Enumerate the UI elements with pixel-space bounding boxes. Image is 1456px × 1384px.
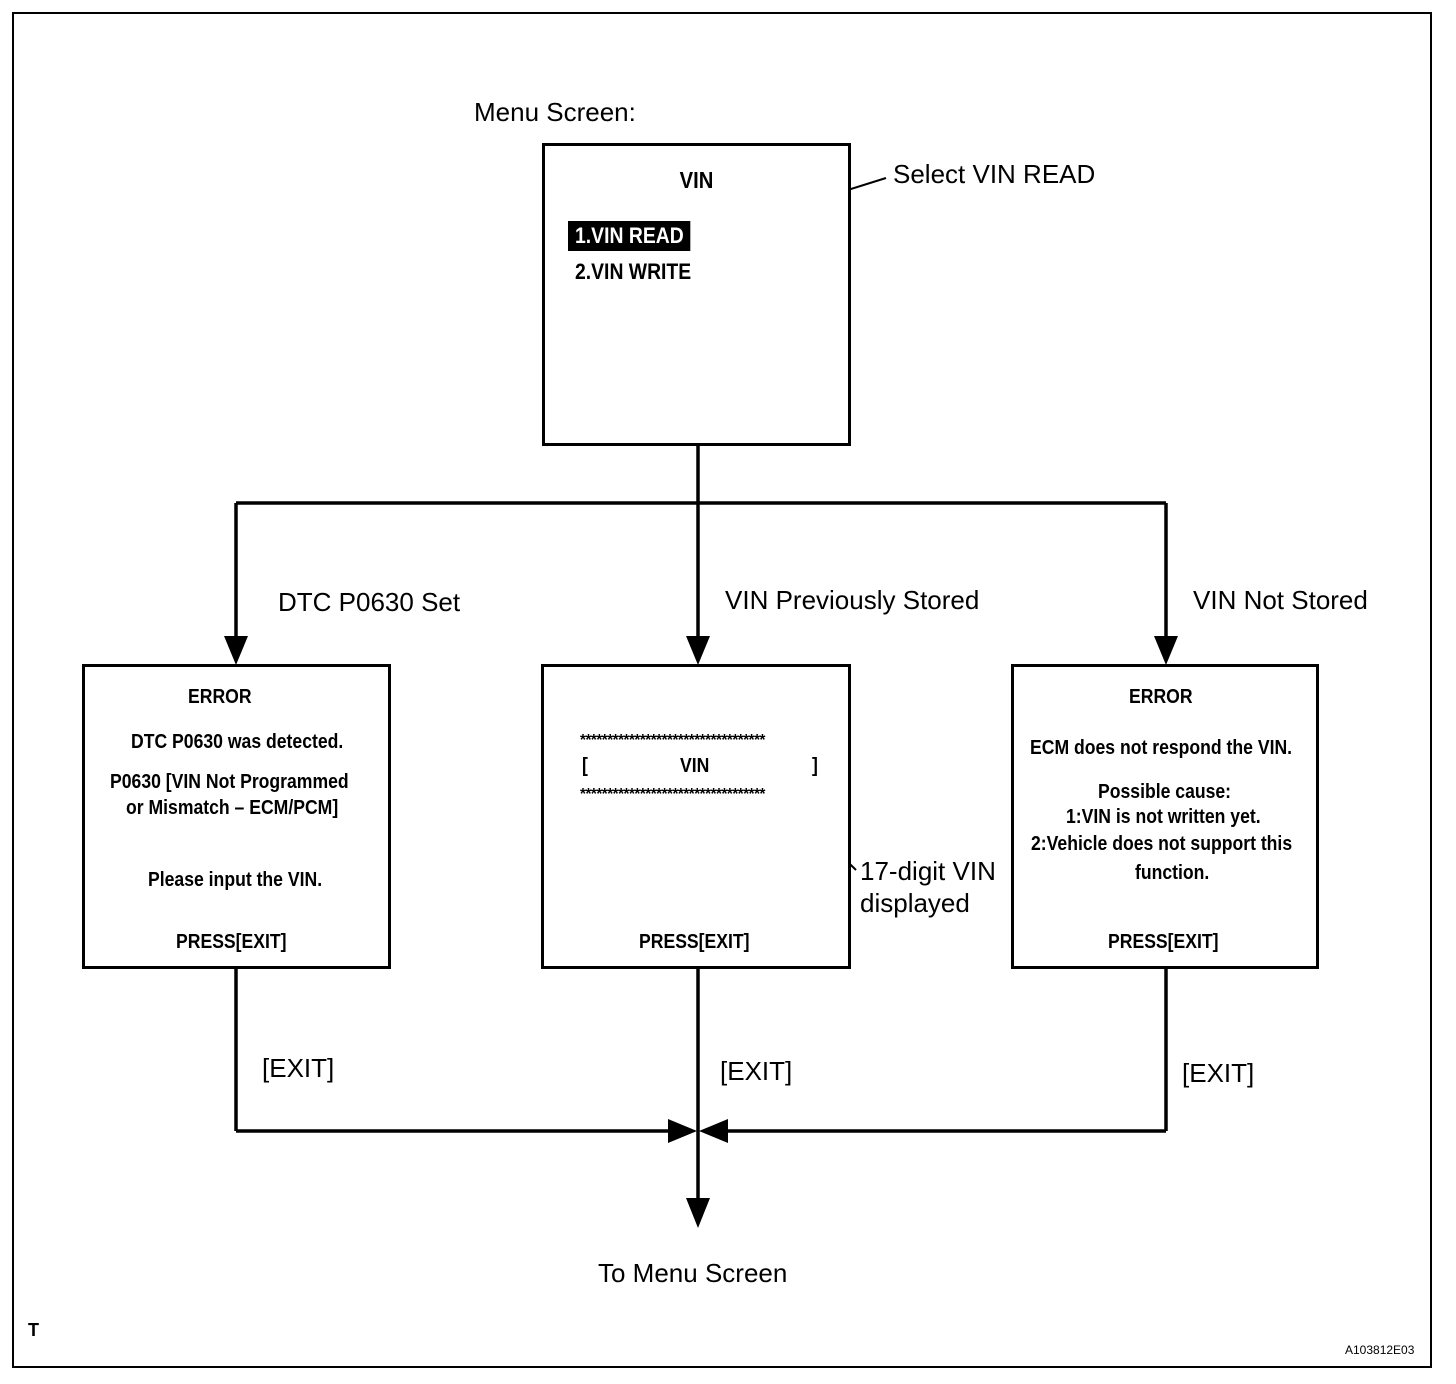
vin-bracket-close: ]	[812, 755, 818, 777]
error-cause-1: 1:VIN is not written yet.	[1066, 806, 1261, 828]
menu-item-vin-read-label: 1.VIN READ	[568, 221, 691, 251]
figure-frame	[12, 12, 1432, 1368]
error-screen-not-stored: ERROR ECM does not respond the VIN. Poss…	[1011, 664, 1319, 969]
menu-screen: VIN 1.VIN READ 2.VIN WRITE	[542, 143, 851, 446]
arrowhead-merge-left	[668, 1119, 697, 1143]
exit-label-left: [EXIT]	[262, 1053, 335, 1083]
branch-label-vin-stored: VIN Previously Stored	[725, 585, 980, 615]
error-ecm-no-response: ECM does not respond the VIN.	[1030, 737, 1293, 759]
vin-display-screen: ********************************** [ VIN…	[541, 664, 851, 969]
error-dtc-code-line: P0630 [VIN Not Programmed	[110, 771, 349, 793]
branch-label-vin-not-stored: VIN Not Stored	[1193, 585, 1368, 615]
error-cause-2: 2:Vehicle does not support this	[1031, 833, 1293, 855]
menu-item-vin-write: 2.VIN WRITE	[575, 259, 692, 284]
branch-label-dtc: DTC P0630 Set	[278, 587, 461, 617]
error-title-dtc: ERROR	[188, 686, 252, 708]
arrowhead-merge-right	[699, 1119, 728, 1143]
corner-mark: T	[28, 1320, 39, 1340]
error-dtc-mismatch: or Mismatch – ECM/PCM]	[126, 797, 339, 819]
error-title-not-stored: ERROR	[1129, 686, 1193, 708]
destination-label: To Menu Screen	[598, 1258, 788, 1288]
arrowhead-middle	[686, 636, 710, 665]
vin-bracket-open: [	[582, 755, 588, 777]
menu-caption: Menu Screen:	[474, 97, 636, 127]
menu-title: VIN	[679, 167, 714, 193]
error-dtc-detected: DTC P0630 was detected.	[131, 731, 344, 753]
vin-stars-top: **********************************	[580, 732, 765, 749]
error-screen-dtc: ERROR DTC P0630 was detected. P0630 [VIN…	[82, 664, 391, 969]
arrowhead-left	[224, 636, 248, 665]
figure-id: A103812E03	[1345, 1343, 1415, 1357]
callout-17-digit-vin: 17-digit VIN	[860, 856, 996, 886]
vin-stars-bottom: **********************************	[580, 786, 765, 803]
error-not-stored-footer: PRESS[EXIT]	[1108, 931, 1219, 953]
menu-item-vin-read: 1.VIN READ	[568, 221, 691, 251]
error-possible-cause: Possible cause:	[1098, 781, 1232, 803]
callout-select-vin-read: Select VIN READ	[893, 159, 1096, 189]
error-cause-2-cont: function.	[1135, 862, 1210, 884]
exit-label-middle: [EXIT]	[720, 1056, 793, 1086]
callout-vin-displayed: displayed	[860, 888, 970, 918]
error-dtc-footer: PRESS[EXIT]	[176, 931, 287, 953]
exit-label-right: [EXIT]	[1182, 1058, 1255, 1088]
vin-value: VIN	[680, 755, 710, 777]
arrowhead-final	[686, 1198, 710, 1228]
vin-screen-footer: PRESS[EXIT]	[639, 931, 750, 953]
arrowhead-right	[1154, 636, 1178, 665]
error-dtc-instruction: Please input the VIN.	[148, 869, 323, 891]
